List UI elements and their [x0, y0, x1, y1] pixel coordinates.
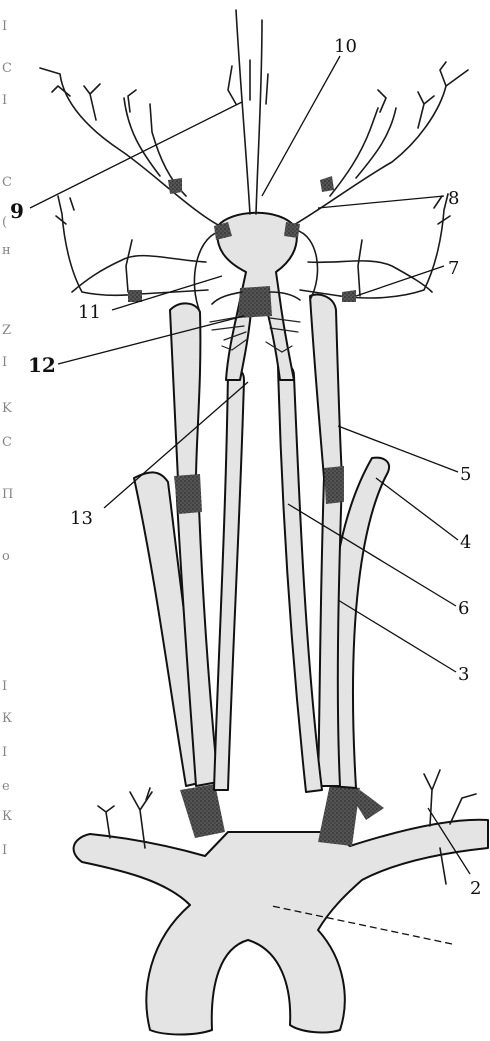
label-3: 3 — [458, 664, 469, 685]
svg-text:C: C — [2, 175, 12, 190]
label-8: 8 — [448, 188, 459, 209]
svg-text:I: I — [2, 355, 7, 370]
aortic-arch — [74, 770, 488, 1035]
svg-text:I: I — [2, 843, 7, 858]
svg-text:o: o — [2, 549, 10, 564]
label-6: 6 — [458, 598, 469, 619]
svg-text:Z: Z — [2, 323, 11, 338]
label-2: 2 — [470, 878, 481, 899]
label-13: 13 — [70, 508, 93, 529]
svg-text:К: К — [2, 711, 12, 726]
svg-text:C: C — [2, 435, 12, 450]
circle-of-willis — [194, 213, 317, 380]
svg-text:I: I — [2, 679, 7, 694]
svg-text:I: I — [2, 93, 7, 108]
svg-text:e: e — [2, 779, 10, 794]
label-10: 10 — [334, 36, 357, 57]
label-11: 11 — [78, 302, 101, 323]
svg-text:К: К — [2, 809, 12, 824]
callout-labels: 10 9 8 7 11 12 13 5 4 6 3 2 — [10, 36, 481, 899]
svg-text:П: П — [2, 487, 13, 502]
svg-text:I: I — [2, 745, 7, 760]
label-4: 4 — [460, 532, 471, 553]
svg-text:K: K — [2, 401, 12, 416]
bleed-through-marks: I C I C ( н Z I K C П o I К I e К I — [2, 19, 13, 858]
svg-text:I: I — [2, 19, 7, 34]
svg-text:н: н — [2, 243, 11, 258]
label-9: 9 — [10, 199, 24, 223]
svg-text:C: C — [2, 61, 12, 76]
label-5: 5 — [460, 464, 471, 485]
label-12: 12 — [28, 353, 56, 377]
label-7: 7 — [448, 258, 459, 279]
leader-lines — [30, 56, 470, 944]
neck-vessels — [134, 295, 389, 792]
svg-text:(: ( — [2, 215, 7, 230]
